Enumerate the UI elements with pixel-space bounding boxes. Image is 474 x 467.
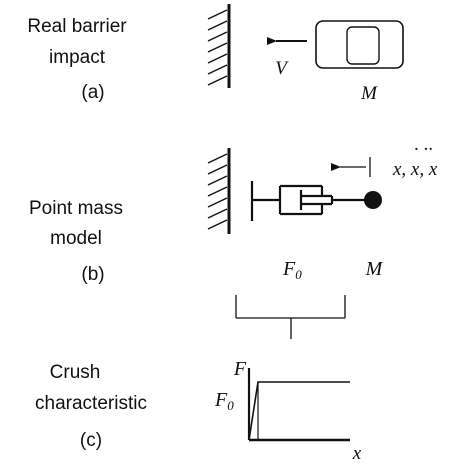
motion-variables: x, x, x [392,159,438,180]
panel-b-title-line1: Point mass [29,198,123,219]
force-level-label: F0 [214,389,234,413]
panel-c-title-line1: Crush [50,362,101,383]
vehicle-mass-label: M [360,83,378,104]
barrier-hatching-b [207,153,228,230]
panel-c: Crush characteristic (c) F F0 x [35,358,362,464]
panel-a-label: (a) [81,82,104,103]
panel-a-title-line2: impact [49,47,106,68]
crush-force-label: F0 [282,258,302,282]
point-mass-label: M [365,258,384,280]
barrier-hatching-a [207,9,228,86]
panel-a: Real barrier impact (a) V M [27,4,404,104]
crush-curve [248,381,350,441]
x-axis-label: x [352,443,362,464]
crush-element [250,181,366,221]
velocity-label: V [275,58,289,79]
y-axis-label: F [233,358,247,380]
bracket-connector [235,295,346,339]
panel-a-title-line1: Real barrier [27,16,127,37]
panel-c-label: (c) [80,430,102,451]
panel-b: Point mass model (b) [29,134,438,285]
vehicle-window [346,26,380,65]
derivative-dots: . .. [415,134,434,155]
panel-b-title-line2: model [50,228,102,249]
panel-c-title-line2: characteristic [35,393,147,414]
panel-b-label: (b) [81,264,104,285]
point-mass [364,191,382,209]
vehicle-body [315,20,404,69]
